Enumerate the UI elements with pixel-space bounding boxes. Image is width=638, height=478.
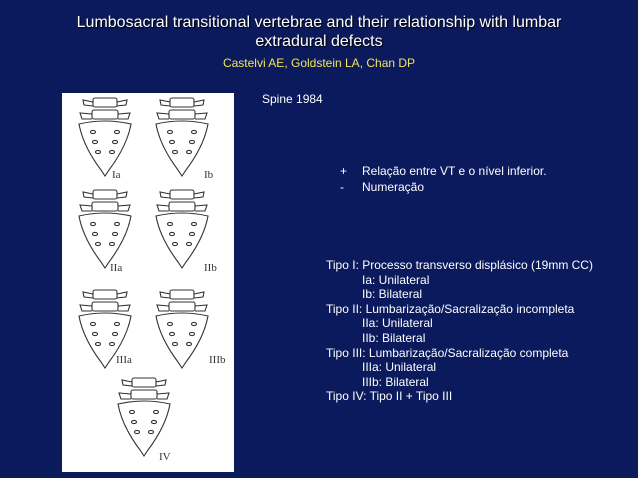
type-heading: Tipo III: Lumbarização/Sacralização comp… — [326, 345, 569, 360]
type-subitem: Ib: Bilateral — [362, 287, 423, 302]
slide-journal: Spine 1984 — [262, 92, 323, 106]
vertebra-sketch — [78, 189, 132, 269]
bullet-text: Relação entre VT e o nível inferior. — [362, 164, 547, 178]
figure-label: Ib — [204, 169, 214, 181]
slide-authors: Castelvi AE, Goldstein LA, Chan DP — [222, 56, 416, 70]
slide-title: Lumbosacral transitional vertebrae and t… — [76, 14, 562, 50]
vertebra-sketch — [117, 377, 171, 457]
figure-label: IV — [159, 451, 171, 463]
figure-label: Ia — [112, 169, 121, 181]
figure-label: IIb — [204, 262, 217, 274]
type-list: Tipo I: Processo transverso displásico (… — [326, 258, 593, 404]
vertebra-sketch — [155, 97, 209, 177]
bullet-symbol: - — [340, 180, 344, 194]
vertebra-sketch — [78, 289, 132, 369]
bullet-symbol: + — [340, 164, 348, 178]
figure-label: IIa — [110, 262, 122, 274]
type-heading: Tipo IV: Tipo II + Tipo III — [326, 389, 453, 404]
type-heading: Tipo II: Lumbarização/Sacralização incom… — [326, 301, 575, 316]
type-subitem: IIIa: Unilateral — [362, 360, 437, 375]
type-subitem: Ia: Unilateral — [362, 272, 430, 287]
type-subitem: IIb: Bilateral — [362, 330, 426, 345]
vertebra-sketch — [78, 97, 132, 177]
figure-label: IIIb — [209, 354, 226, 366]
bullet-item: + Relação entre VT e o nível inferior. — [340, 163, 547, 179]
type-heading: Tipo I: Processo transverso displásico (… — [326, 258, 593, 272]
vertebra-sketch — [155, 189, 209, 269]
bullet-text: Numeração — [362, 180, 425, 194]
figure-label: IIIa — [116, 354, 132, 366]
bullet-list: + Relação entre VT e o nível inferior. -… — [340, 163, 547, 195]
bullet-item: - Numeração — [340, 179, 547, 195]
type-subitem: IIIb: Bilateral — [362, 374, 429, 389]
vertebra-sketch — [155, 289, 209, 369]
type-subitem: IIa: Unilateral — [362, 316, 433, 331]
